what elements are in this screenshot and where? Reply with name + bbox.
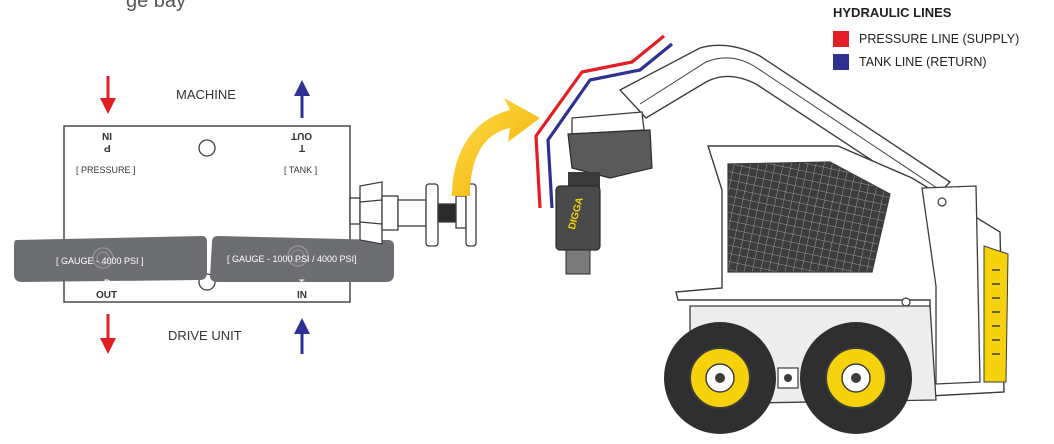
hydraulic-lines [534,34,674,209]
header-fragment: ge bay [126,0,187,12]
wheel-front [664,322,776,434]
arrow-pressure-in-top [100,76,116,114]
port-p-top-line1: P [104,142,111,153]
port-p-bottom-line1: P [104,278,111,288]
arrow-tank-in-bottom [294,318,310,354]
machine-label: MACHINE [176,87,236,102]
port-p-bottom-line2: OUT [96,290,118,301]
port-t-bottom-line2: IN [297,290,307,301]
arrow-pressure-out-bottom [100,314,116,354]
gauge-left [14,236,207,282]
gauge-right [210,236,394,282]
skid-steer [618,44,1009,434]
legend-item-pressure: PRESSURE LINE (SUPPLY) [833,30,1019,48]
connection-arrow [452,98,540,196]
digga-drive-unit [555,111,653,275]
tank-label: [ TANK ] [284,165,318,175]
port-t-top-line1: T [299,142,306,153]
wheel-rear [800,322,912,434]
legend-item-tank: TANK LINE (RETURN) [833,53,987,71]
drive-unit-label: DRIVE UNIT [168,328,242,343]
gauge-right-label: [ GAUGE - 1000 PSI / 4000 PSI] [227,254,357,264]
port-p-top-line2: IN [102,130,112,141]
port-t-bottom-line1: T [299,278,305,288]
legend-title: HYDRAULIC LINES [833,5,952,20]
legend-label: TANK LINE (RETURN) [859,55,987,69]
legend-label: PRESSURE LINE (SUPPLY) [859,32,1020,46]
tank-swatch [833,54,849,70]
arrow-tank-out-top [294,80,310,118]
pressure-swatch [833,31,849,47]
hydraulic-fitting [349,181,477,247]
port-t-top-line2: OUT [291,130,313,141]
pressure-label: [ PRESSURE ] [76,165,136,175]
gauge-left-label: [ GAUGE - 4000 PSI ] [56,256,144,266]
